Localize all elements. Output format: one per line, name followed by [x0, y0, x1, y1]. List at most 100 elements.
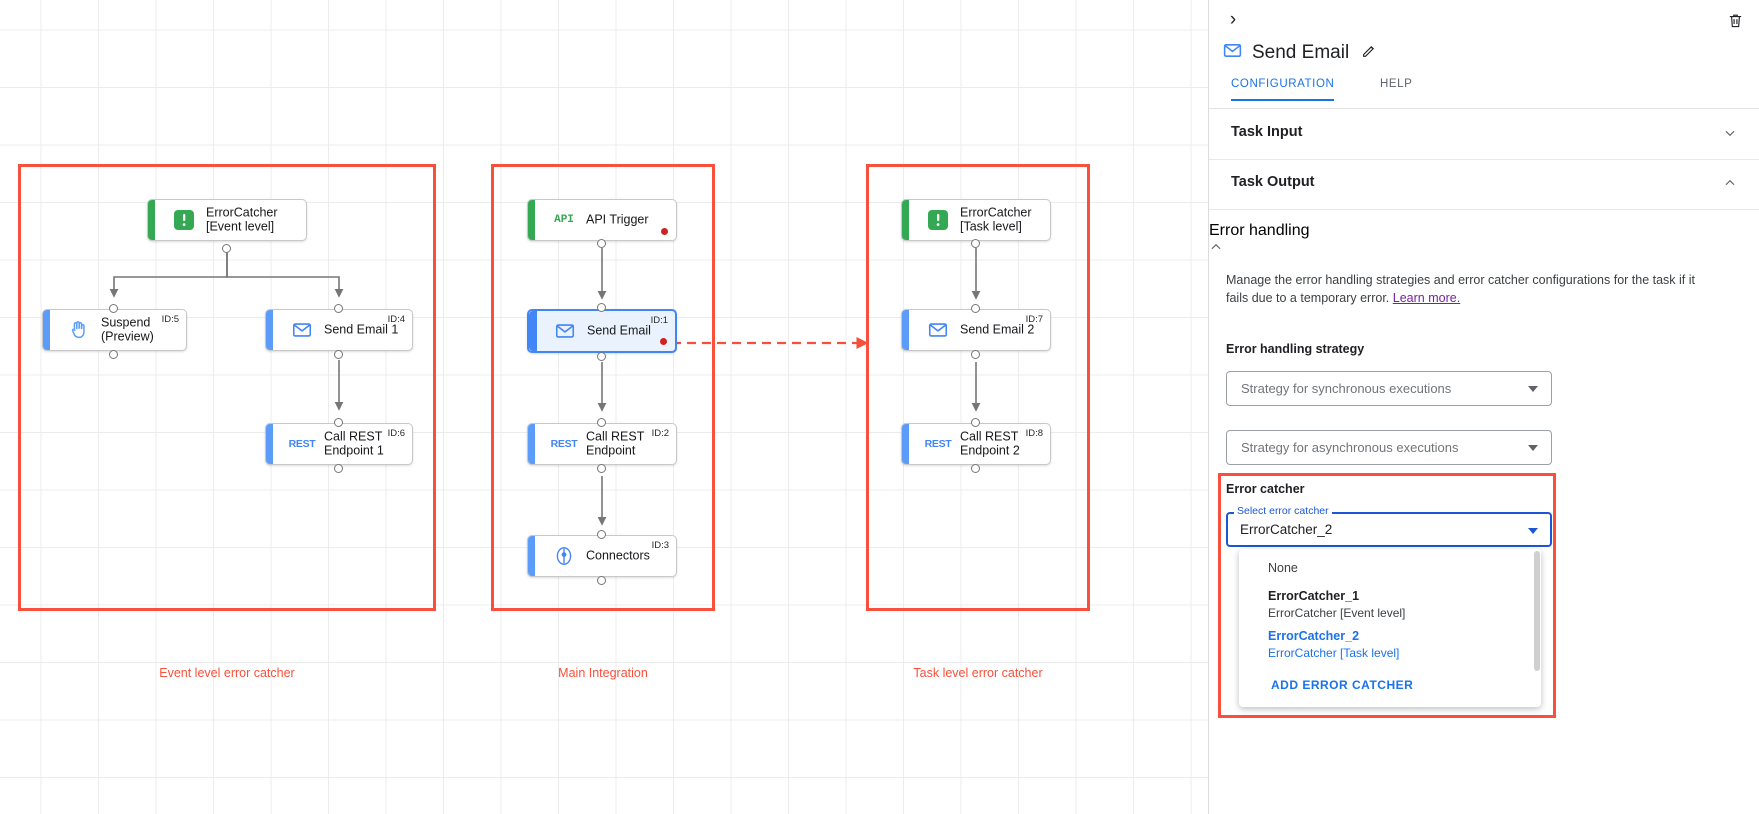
chevron-up-icon[interactable]	[1723, 176, 1737, 190]
node-connectors[interactable]: Connectors ID:3	[527, 535, 677, 577]
node-call-rest-endpoint-1[interactable]: REST Call REST Endpoint 1 ID:6	[265, 423, 413, 465]
node-title: Connectors	[586, 548, 650, 563]
node-output-port[interactable]	[971, 464, 980, 473]
accordion-task-output[interactable]: Task Output	[1209, 159, 1759, 210]
node-input-port[interactable]	[334, 304, 343, 313]
rest-icon: REST	[288, 438, 316, 450]
node-title: Send Email 2	[960, 322, 1035, 337]
chevron-down-icon	[1528, 445, 1538, 451]
error-catcher-label: Error catcher	[1226, 482, 1305, 496]
node-output-port[interactable]	[597, 464, 606, 473]
error-handling-strategy-label: Error handling strategy	[1226, 342, 1365, 356]
menu-item-none[interactable]: None	[1239, 561, 1541, 583]
node-output-port[interactable]	[971, 239, 980, 248]
node-input-port[interactable]	[971, 418, 980, 427]
node-call-rest-endpoint-2[interactable]: REST Call REST Endpoint 2 ID:8	[901, 423, 1051, 465]
node-input-port[interactable]	[597, 303, 606, 312]
node-api-trigger[interactable]: API API Trigger	[527, 199, 677, 241]
node-accent-bar	[266, 310, 273, 350]
chevron-down-icon[interactable]	[1528, 528, 1538, 534]
panel-header: › Send Email	[1209, 0, 1759, 78]
node-accent-bar	[266, 424, 273, 464]
node-error-indicator	[661, 228, 668, 235]
learn-more-link[interactable]: Learn more.	[1392, 291, 1461, 305]
node-output-port[interactable]	[334, 350, 343, 359]
node-call-rest-endpoint[interactable]: REST Call REST Endpoint ID:2	[527, 423, 677, 465]
node-accent-bar	[528, 424, 535, 464]
hand-icon	[65, 316, 93, 344]
envelope-icon	[1222, 40, 1243, 66]
node-output-port[interactable]	[334, 464, 343, 473]
selected-error-catcher-value: ErrorCatcher_2	[1240, 522, 1333, 537]
node-output-port[interactable]	[971, 350, 980, 359]
workflow-canvas[interactable]: Event level error catcher Main Integrati…	[0, 0, 1208, 814]
node-title: Call REST Endpoint	[586, 429, 645, 457]
chevron-down-icon[interactable]	[1723, 126, 1737, 140]
add-error-catcher-button[interactable]: ADD ERROR CATCHER	[1271, 678, 1414, 692]
error-catcher-icon	[924, 206, 952, 234]
tab-configuration[interactable]: CONFIGURATION	[1231, 78, 1335, 101]
node-send-email-2[interactable]: Send Email 2 ID:7	[901, 309, 1051, 351]
node-send-email[interactable]: Send Email ID:1	[527, 309, 677, 353]
group-event-level-error-catcher	[18, 164, 436, 611]
node-output-port[interactable]	[597, 239, 606, 248]
node-title: Call REST Endpoint 2	[960, 429, 1020, 457]
group-label-task-level: Task level error catcher	[913, 666, 1043, 680]
accordion-error-handling[interactable]: Error handling	[1209, 222, 1759, 264]
dropdown-scrollbar[interactable]	[1534, 551, 1540, 671]
node-output-port[interactable]	[597, 352, 606, 361]
menu-item-primary: ErrorCatcher_2	[1268, 629, 1360, 643]
rest-icon: REST	[924, 438, 952, 450]
accordion-task-input[interactable]: Task Input	[1209, 109, 1759, 160]
description-text: Manage the error handling strategies and…	[1226, 273, 1696, 305]
menu-item-errorcatcher-1[interactable]: ErrorCatcher_1 ErrorCatcher [Event level…	[1239, 589, 1541, 629]
trash-icon[interactable]	[1723, 8, 1747, 32]
node-accent-bar	[902, 424, 909, 464]
select-error-catcher-field[interactable]: ErrorCatcher_2	[1226, 512, 1552, 547]
node-output-port[interactable]	[222, 244, 231, 253]
menu-item-secondary: ErrorCatcher [Event level]	[1268, 606, 1406, 620]
tab-help[interactable]: HELP	[1380, 78, 1413, 90]
menu-item-secondary: ErrorCatcher [Task level]	[1268, 646, 1400, 660]
node-title: Call REST Endpoint 1	[324, 429, 384, 457]
menu-item-errorcatcher-2[interactable]: ErrorCatcher_2 ErrorCatcher [Task level]	[1239, 629, 1541, 669]
node-title: ErrorCatcher [Task level]	[960, 205, 1032, 233]
node-output-port[interactable]	[109, 350, 118, 359]
node-id-label: ID:4	[387, 314, 405, 325]
sync-strategy-select[interactable]: Strategy for synchronous executions	[1226, 371, 1552, 406]
node-input-port[interactable]	[334, 418, 343, 427]
group-task-level-error-catcher	[866, 164, 1090, 611]
pencil-icon[interactable]	[1361, 43, 1377, 64]
node-send-email-1[interactable]: Send Email 1 ID:4	[265, 309, 413, 351]
node-output-port[interactable]	[597, 576, 606, 585]
group-label-main-integration: Main Integration	[558, 666, 648, 680]
node-id-label: ID:7	[1025, 314, 1043, 325]
envelope-icon	[551, 317, 579, 345]
node-title: API Trigger	[586, 212, 649, 227]
api-icon: API	[554, 214, 574, 226]
error-catcher-icon	[170, 206, 198, 234]
async-strategy-placeholder: Strategy for asynchronous executions	[1241, 440, 1459, 455]
node-suspend[interactable]: Suspend (Preview) ID:5	[42, 309, 187, 351]
node-input-port[interactable]	[597, 530, 606, 539]
accordion-label: Task Input	[1231, 124, 1303, 140]
chevron-right-icon[interactable]: ›	[1229, 9, 1237, 30]
node-accent-bar	[902, 310, 909, 350]
node-input-port[interactable]	[109, 304, 118, 313]
async-strategy-select[interactable]: Strategy for asynchronous executions	[1226, 430, 1552, 465]
node-input-port[interactable]	[597, 418, 606, 427]
chevron-down-icon	[1528, 386, 1538, 392]
envelope-icon	[924, 316, 952, 344]
node-id-label: ID:8	[1025, 428, 1043, 439]
node-title: Send Email 1	[324, 322, 399, 337]
panel-tabs: CONFIGURATION HELP	[1209, 78, 1759, 109]
menu-item-primary: None	[1268, 561, 1298, 575]
node-accent-bar	[528, 200, 535, 240]
node-input-port[interactable]	[971, 304, 980, 313]
chevron-up-icon[interactable]	[1209, 240, 1759, 259]
node-accent-bar	[528, 536, 535, 576]
error-catcher-dropdown-menu[interactable]: None ErrorCatcher_1 ErrorCatcher [Event …	[1239, 549, 1541, 707]
node-errorcatcher-event-level[interactable]: ErrorCatcher [Event level]	[147, 199, 307, 241]
node-accent-bar	[529, 311, 537, 351]
node-errorcatcher-task-level[interactable]: ErrorCatcher [Task level]	[901, 199, 1051, 241]
